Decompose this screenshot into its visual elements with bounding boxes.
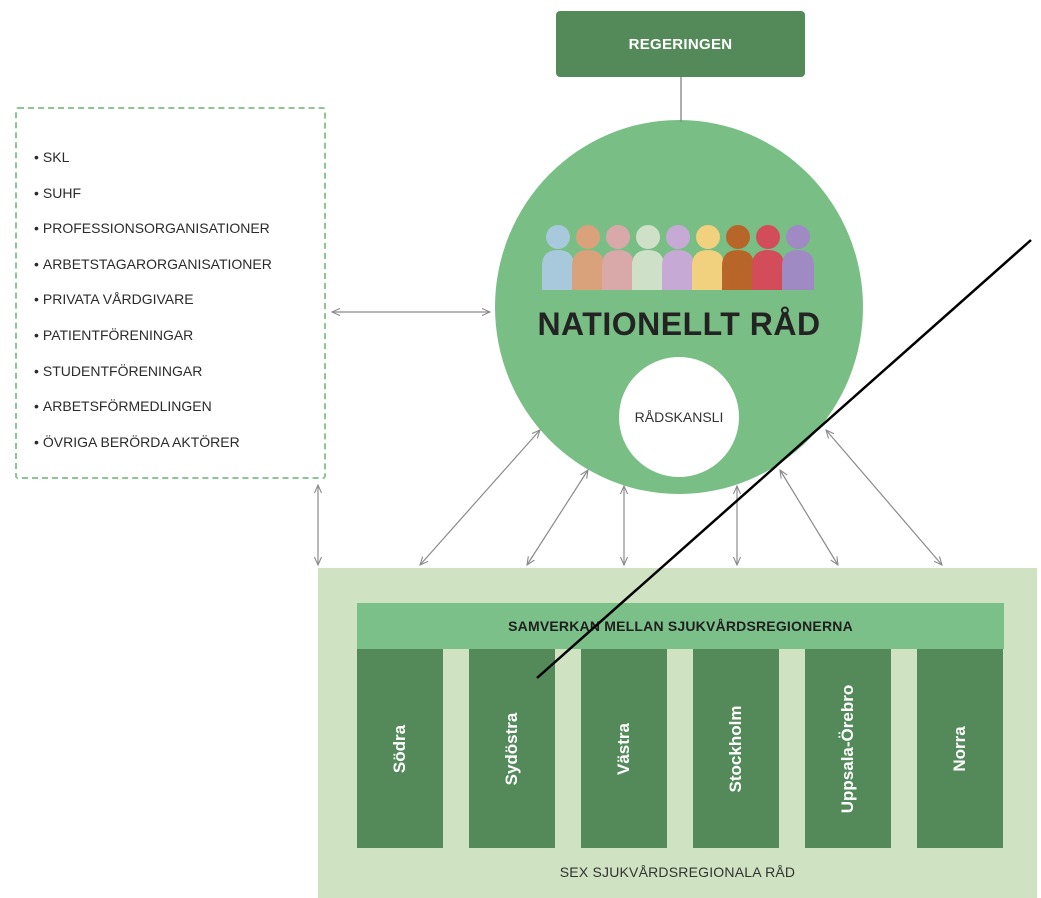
council-region-arrow [826, 430, 942, 565]
person-icon [542, 225, 574, 290]
person-icon [602, 225, 634, 290]
secretariat-circle: RÅDSKANSLI [619, 357, 739, 477]
stakeholder-item: STUDENTFÖRENINGAR [34, 359, 272, 395]
stakeholder-item: ÖVRIGA BERÖRDA AKTÖRER [34, 430, 272, 466]
government-label: REGERINGEN [628, 35, 733, 53]
stakeholder-item: SKL [34, 145, 272, 181]
secretariat-label: RÅDSKANSLI [634, 409, 724, 425]
person-icon [782, 225, 814, 290]
person-icon [632, 225, 664, 290]
region-sydostra: Sydöstra [469, 649, 555, 848]
council-region-arrow [780, 470, 838, 565]
regions-collaboration-bar: SAMVERKAN MELLAN SJUKVÅRDSREGIONERNA [357, 603, 1004, 649]
stakeholder-item: PRIVATA VÅRDGIVARE [34, 287, 272, 323]
stakeholders-list: SKL SUHF PROFESSIONSORGANISATIONER ARBET… [34, 145, 272, 465]
council-region-arrow [527, 470, 588, 565]
council-region-arrow [420, 430, 540, 565]
region-vastra: Västra [581, 649, 667, 848]
people-icon-group [542, 225, 814, 290]
collaboration-title: SAMVERKAN MELLAN SJUKVÅRDSREGIONERNA [508, 618, 853, 634]
regional-councils-label: SEX SJUKVÅRDSREGIONALA RÅD [559, 864, 796, 880]
person-icon [572, 225, 604, 290]
stakeholder-item: ARBETSTAGARORGANISATIONER [34, 252, 272, 288]
stakeholder-item: ARBETSFÖRMEDLINGEN [34, 394, 272, 430]
person-icon [662, 225, 694, 290]
national-council-title: NATIONELLT RÅD [537, 306, 821, 342]
person-icon [692, 225, 724, 290]
region-stockholm: Stockholm [693, 649, 779, 848]
person-icon [752, 225, 784, 290]
stakeholder-item: PROFESSIONSORGANISATIONER [34, 216, 272, 252]
strike-through-line [536, 239, 1032, 679]
stakeholder-item: SUHF [34, 181, 272, 217]
person-icon [722, 225, 754, 290]
government-box: REGERINGEN [556, 11, 805, 77]
region-sodra: Södra [357, 649, 443, 848]
region-norra: Norra [917, 649, 1003, 848]
stakeholders-box [15, 107, 326, 479]
region-uppsala-orebro: Uppsala-Örebro [805, 649, 891, 848]
stakeholder-item: PATIENTFÖRENINGAR [34, 323, 272, 359]
